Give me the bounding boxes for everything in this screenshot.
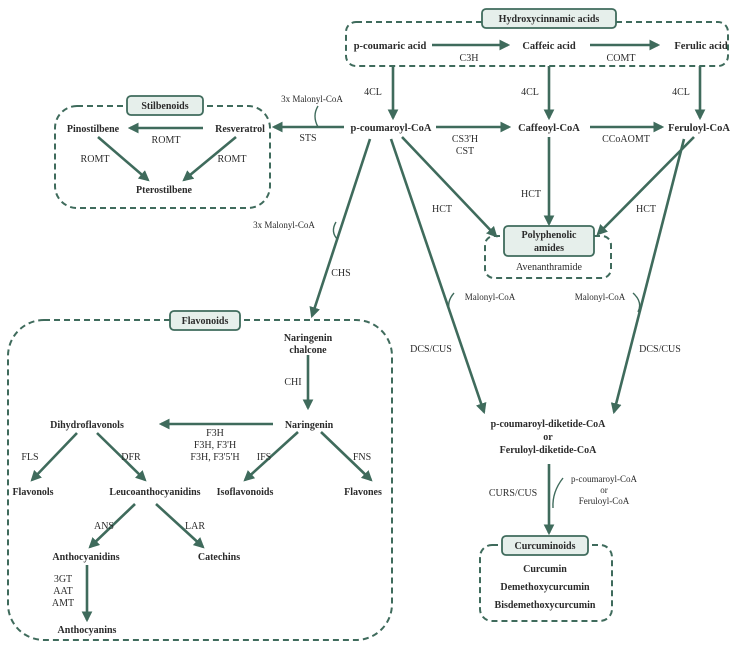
enzyme-comt: COMT	[607, 53, 636, 64]
arrow-dfr	[96, 432, 147, 482]
enzyme-romt-left: ROMT	[81, 154, 110, 165]
enzyme-romt-right: ROMT	[218, 154, 247, 165]
enzyme-4cl-left: 4CL	[364, 87, 382, 98]
arrow-resveratrol-to-pterostilbene	[182, 135, 237, 182]
enzyme-dcs-cus-left: DCS/CUS	[410, 344, 452, 355]
stilbenoids-label-box	[126, 95, 204, 116]
compound-anthocyanins: Anthocyanins	[58, 625, 117, 636]
enzyme-hct-middle: HCT	[521, 189, 541, 200]
enzyme-sts: STS	[299, 133, 316, 144]
enzyme-dfr: DFR	[121, 452, 141, 463]
compound-bisdemethoxycurcumin: Bisdemethoxycurcumin	[495, 600, 596, 611]
cofactor-starter-line3: Feruloyl-CoA	[579, 496, 630, 506]
arrow-ans	[88, 503, 136, 549]
flavonoids-label: Flavonoids	[182, 316, 229, 327]
cofactor-malonyl-chs: 3x Malonyl-CoA	[253, 220, 315, 230]
enzyme-c3h: C3H	[460, 53, 479, 64]
compound-leucoanthocyanidins: Leucoanthocyanidins	[109, 487, 200, 498]
arrow-hct-feruloyl	[596, 136, 695, 236]
enzyme-dcs-cus-right: DCS/CUS	[639, 344, 681, 355]
compound-ferulic-acid: Ferulic acid	[674, 41, 728, 52]
cofactor-curl-chs	[332, 221, 339, 241]
enzyme-chi: CHI	[284, 377, 301, 388]
enzyme-f3h-line3: F3H, F3'5'H	[190, 452, 239, 463]
compound-naringenin-chalcone-line2: chalcone	[289, 345, 327, 356]
arrow-dcs-coumaroyl	[389, 138, 487, 415]
enzyme-cst: CST	[456, 146, 474, 157]
compound-curcumin: Curcumin	[523, 564, 567, 575]
arrow-pinostilbene-to-pterostilbene	[97, 136, 150, 182]
compound-demethoxycurcumin: Demethoxycurcumin	[500, 582, 590, 593]
cofactor-starter-line2: or	[600, 485, 608, 495]
compound-avenanthramide: Avenanthramide	[516, 262, 582, 273]
enzyme-amt: AMT	[52, 598, 74, 609]
cofactor-curl-dcs-right	[632, 292, 641, 313]
enzyme-ifs: IFS	[257, 452, 271, 463]
compound-diketide-line3: Feruloyl-diketide-CoA	[500, 445, 597, 456]
arrow-hct-coumaroyl	[401, 136, 498, 238]
enzyme-hct-right: HCT	[636, 204, 656, 215]
hydroxycinnamic-label-box	[481, 8, 617, 29]
enzyme-ans: ANS	[94, 521, 114, 532]
compound-naringenin-chalcone-line1: Naringenin	[284, 333, 333, 344]
compound-pterostilbene: Pterostilbene	[136, 185, 192, 196]
cofactor-curl-sts	[314, 105, 319, 128]
arrow-fns	[320, 431, 373, 482]
curcuminoids-label-box	[501, 535, 589, 556]
cofactor-starter-line1: p-coumaroyl-CoA	[571, 474, 637, 484]
flavonoids-label-box	[169, 310, 241, 331]
enzyme-4cl-middle: 4CL	[521, 87, 539, 98]
cofactor-curl-curs	[552, 477, 564, 509]
enzyme-lar: LAR	[185, 521, 205, 532]
enzyme-4cl-right: 4CL	[672, 87, 690, 98]
compound-p-coumaroyl-coa: p-coumaroyl-CoA	[351, 123, 432, 134]
compound-p-coumaric-acid: p-coumaric acid	[354, 41, 427, 52]
compound-catechins: Catechins	[198, 552, 240, 563]
compound-caffeic-acid: Caffeic acid	[522, 41, 576, 52]
enzyme-aat: AAT	[53, 586, 72, 597]
cofactor-malonyl-dcs-right: Malonyl-CoA	[575, 292, 626, 302]
enzyme-chs: CHS	[331, 268, 350, 279]
compound-dihydroflavonols: Dihydroflavonols	[50, 420, 124, 431]
compound-flavones: Flavones	[344, 487, 382, 498]
arrow-lar	[155, 503, 205, 549]
enzyme-f3h-line2: F3H, F3'H	[194, 440, 236, 451]
compound-pinostilbene: Pinostilbene	[67, 124, 120, 135]
cofactor-malonyl-sts: 3x Malonyl-CoA	[281, 94, 343, 104]
cofactor-curl-dcs-left	[447, 292, 455, 313]
enzyme-cs3h: CS3'H	[452, 134, 478, 145]
compound-feruloyl-coa: Feruloyl-CoA	[668, 123, 730, 134]
hydroxycinnamic-label: Hydroxycinnamic acids	[499, 14, 600, 25]
curcuminoids-label: Curcuminoids	[515, 541, 576, 552]
enzyme-f3h-line1: F3H	[206, 428, 224, 439]
polyphenolic-amides-label-line2: amides	[534, 243, 564, 254]
cofactor-malonyl-dcs-left: Malonyl-CoA	[465, 292, 516, 302]
enzyme-3gt: 3GT	[54, 574, 72, 585]
compound-diketide-line1: p-coumaroyl-diketide-CoA	[491, 419, 607, 430]
enzyme-fns: FNS	[353, 452, 371, 463]
stilbenoids-label: Stilbenoids	[141, 101, 188, 112]
enzyme-ccoaomt: CCoAOMT	[602, 134, 650, 145]
compound-isoflavonoids: Isoflavonoids	[217, 487, 274, 498]
compound-diketide-line2: or	[543, 432, 553, 443]
compound-anthocyanidins: Anthocyanidins	[52, 552, 119, 563]
enzyme-fls: FLS	[21, 452, 38, 463]
arrow-chs	[309, 138, 372, 319]
compound-caffeoyl-coa: Caffeoyl-CoA	[518, 123, 580, 134]
arrow-fls	[30, 432, 78, 482]
compound-resveratrol: Resveratrol	[215, 124, 265, 135]
arrow-ifs	[243, 431, 299, 482]
polyphenolic-amides-label-line1: Polyphenolic	[521, 230, 577, 241]
compound-flavonols: Flavonols	[12, 487, 53, 498]
arrow-dcs-feruloyl	[610, 138, 686, 415]
compound-naringenin: Naringenin	[285, 420, 334, 431]
enzyme-hct-left: HCT	[432, 204, 452, 215]
enzyme-curs-cus: CURS/CUS	[489, 488, 537, 499]
enzyme-romt-top: ROMT	[152, 135, 181, 146]
